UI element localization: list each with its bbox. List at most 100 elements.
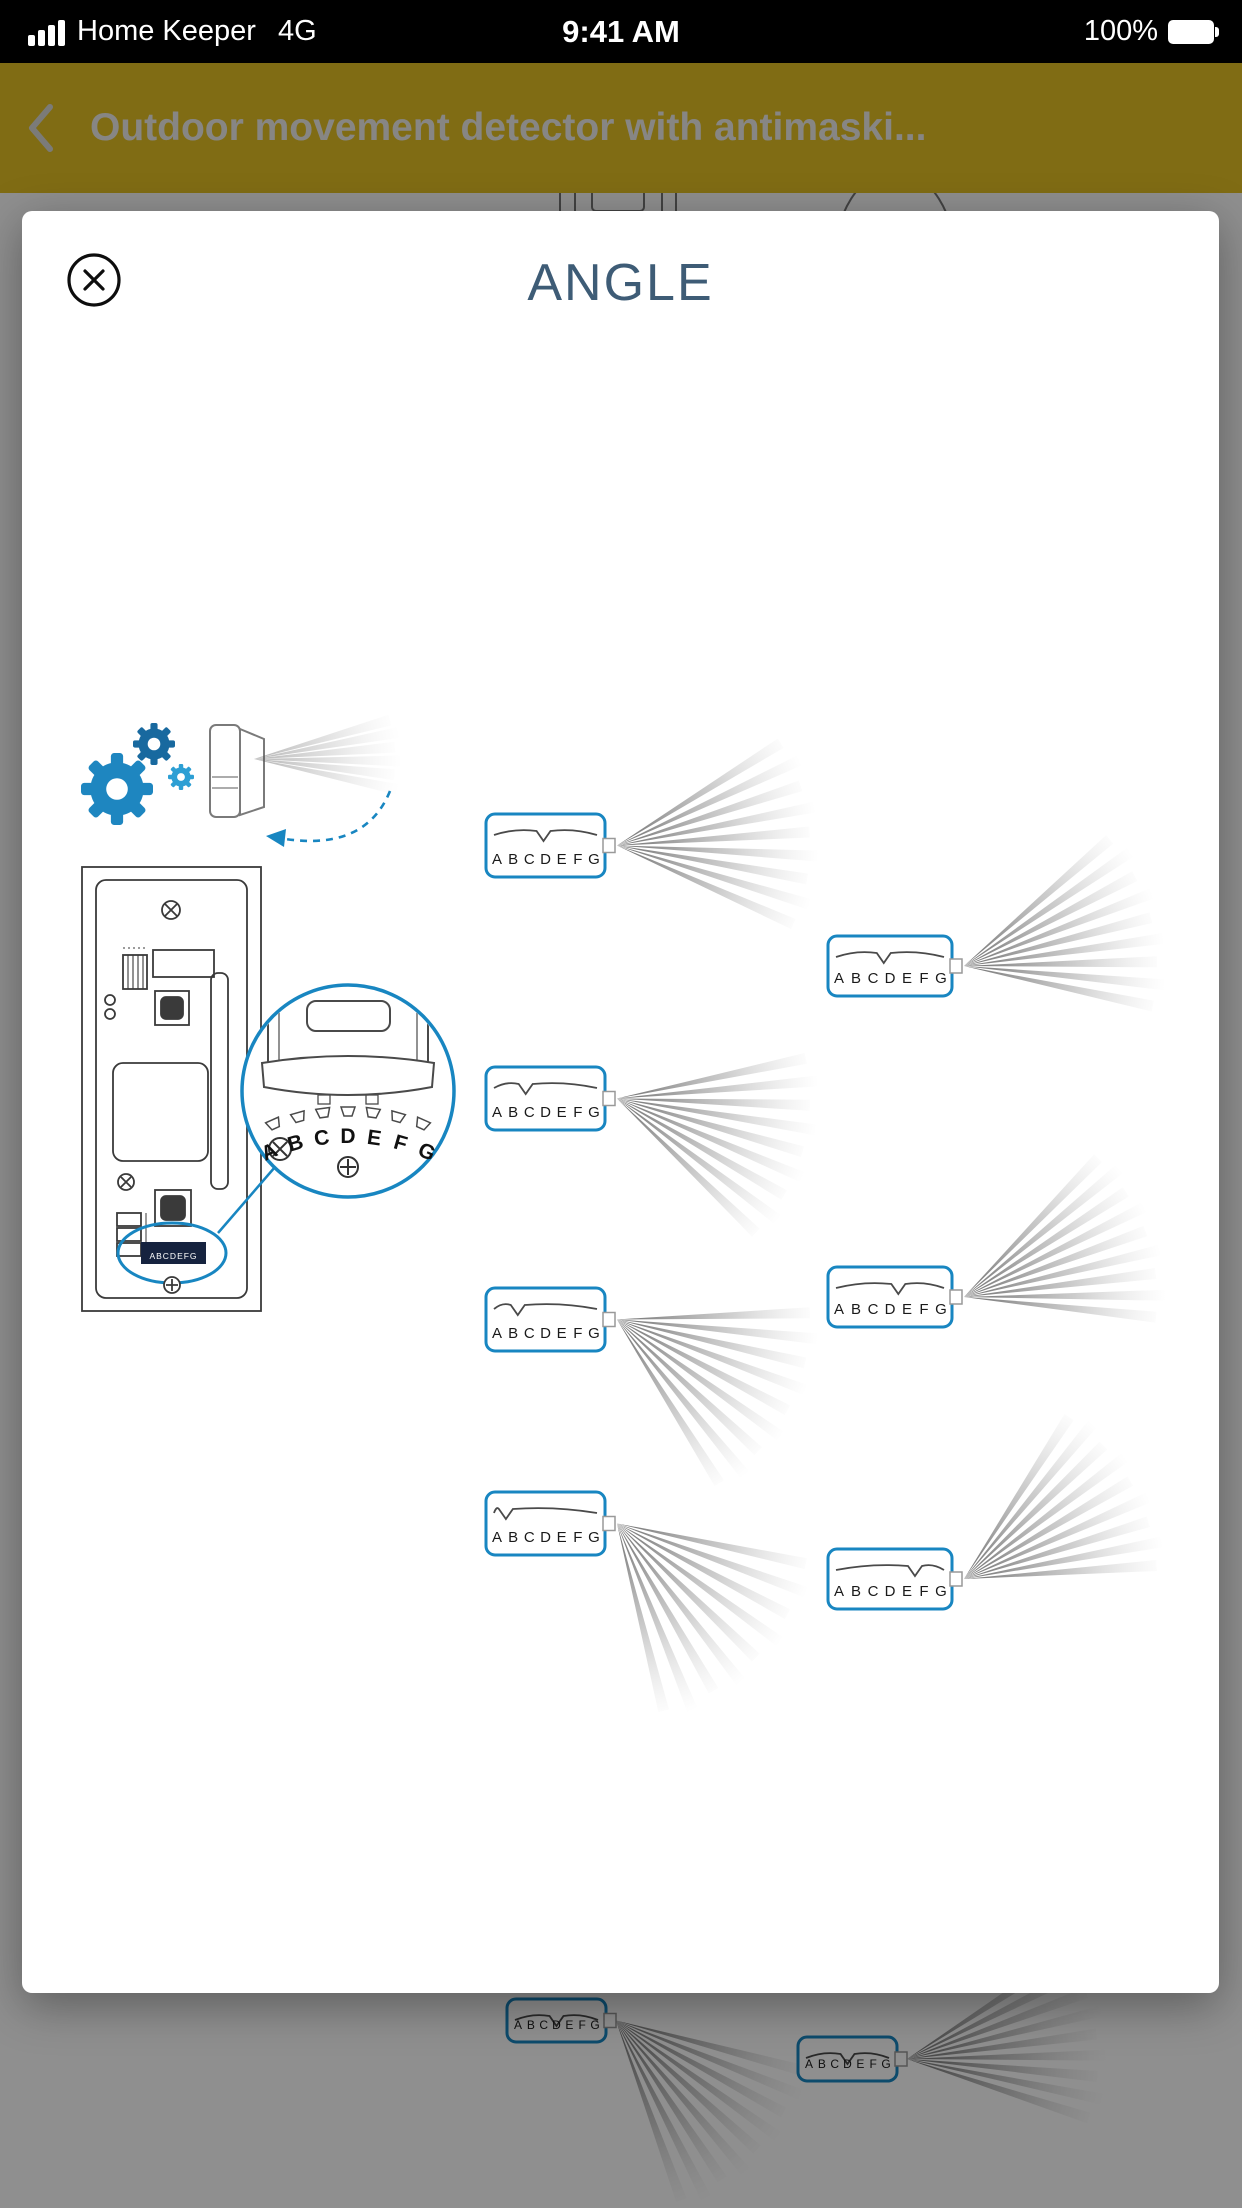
- dial-notch: [835, 1282, 945, 1296]
- svg-text:E: E: [902, 1583, 912, 1600]
- svg-text:F: F: [869, 2057, 876, 2071]
- dial-notch: [514, 2014, 599, 2028]
- svg-text:E: E: [902, 1301, 912, 1318]
- svg-text:B: B: [851, 970, 861, 987]
- svg-text:E: E: [557, 1104, 567, 1121]
- angle-modal: ANGLE: [22, 211, 1219, 1993]
- beam-fan: [617, 1053, 819, 1237]
- beam-fan: [616, 2020, 804, 2202]
- svg-text:D: D: [540, 1325, 551, 1342]
- svg-text:A: A: [834, 1583, 844, 1600]
- svg-text:D: D: [885, 970, 896, 987]
- svg-text:A: A: [492, 1529, 502, 1546]
- svg-text:B: B: [508, 1325, 518, 1342]
- svg-text:F: F: [573, 1529, 582, 1546]
- svg-text:F: F: [391, 1131, 410, 1157]
- svg-text:F: F: [919, 1301, 928, 1318]
- svg-text:F: F: [919, 970, 928, 987]
- svg-text:B: B: [508, 1529, 518, 1546]
- svg-text:E: E: [366, 1126, 383, 1151]
- svg-text:A: A: [492, 851, 502, 868]
- dial-notch: [493, 829, 598, 843]
- dial-notch: [805, 2052, 890, 2066]
- network-label: 4G: [277, 15, 317, 47]
- status-bar: Home Keeper 4G 9:41 AM 100%: [0, 0, 1242, 63]
- svg-text:D: D: [885, 1583, 896, 1600]
- beam-fan: [964, 835, 1166, 1012]
- beam-fan: [254, 714, 403, 796]
- svg-text:C: C: [524, 1529, 535, 1546]
- svg-text:G: G: [588, 1104, 600, 1121]
- svg-text:A: A: [805, 2057, 813, 2071]
- rotation-arrow: [266, 829, 286, 847]
- svg-text:D: D: [540, 1529, 551, 1546]
- chevron-left-icon: [29, 104, 53, 152]
- svg-text:C: C: [524, 851, 535, 868]
- angle-diagram: ABCDEFG ABCDEFGABCDEFGABCDEFGABCDEFGABCD…: [81, 714, 1167, 1713]
- svg-text:C: C: [868, 970, 879, 987]
- svg-text:A: A: [834, 1301, 844, 1318]
- svg-text:C: C: [868, 1583, 879, 1600]
- close-circle-icon: [67, 253, 121, 307]
- svg-text:B: B: [527, 2018, 535, 2032]
- gear-icon: [168, 764, 194, 790]
- screw-icon: [161, 900, 181, 920]
- close-button[interactable]: [65, 251, 123, 309]
- back-button[interactable]: [26, 93, 66, 163]
- svg-text:C: C: [830, 2057, 839, 2071]
- beam-fan: [617, 1523, 809, 1713]
- svg-text:G: G: [588, 851, 600, 868]
- screw-icon: [117, 1173, 135, 1191]
- svg-text:E: E: [557, 851, 567, 868]
- svg-text:A: A: [492, 1104, 502, 1121]
- svg-text:G: G: [588, 1529, 600, 1546]
- dial-bar-letters: ABCDEFG: [149, 1251, 197, 1261]
- gear-icon: [133, 723, 175, 765]
- svg-text:B: B: [508, 851, 518, 868]
- svg-text:E: E: [565, 2018, 573, 2032]
- dip-switch: [122, 954, 148, 990]
- battery-icon: [1168, 19, 1219, 44]
- rotation-arc: [273, 790, 392, 843]
- dial-notch: [835, 951, 945, 965]
- svg-text:B: B: [508, 1104, 518, 1121]
- svg-text:D: D: [843, 2057, 852, 2071]
- svg-text:D: D: [540, 1104, 551, 1121]
- zoom-link-line: [217, 1166, 276, 1234]
- svg-text:C: C: [868, 1301, 879, 1318]
- svg-text:F: F: [573, 851, 582, 868]
- carrier-label: Home Keeper: [77, 15, 256, 47]
- dial-notch: [493, 1507, 598, 1521]
- svg-text:A: A: [492, 1325, 502, 1342]
- svg-text:F: F: [919, 1583, 928, 1600]
- angle-dial-bar: [141, 1242, 206, 1264]
- svg-text:D: D: [340, 1125, 355, 1148]
- signal-bars-icon: [28, 18, 65, 46]
- beam-fan: [964, 1414, 1164, 1579]
- svg-text:G: G: [935, 1583, 947, 1600]
- dial-notch: [493, 1303, 598, 1317]
- detector-internal-diagram: [81, 866, 276, 1312]
- svg-text:A: A: [834, 970, 844, 987]
- pir-window: [112, 1062, 209, 1162]
- svg-text:D: D: [885, 1301, 896, 1318]
- svg-text:G: G: [590, 2018, 599, 2032]
- svg-text:B: B: [285, 1130, 306, 1156]
- svg-text:A: A: [514, 2018, 522, 2032]
- beam-fan: [617, 1307, 819, 1487]
- svg-text:C: C: [313, 1126, 331, 1151]
- gear-icon: [81, 753, 153, 825]
- battery-percent: 100%: [1083, 15, 1158, 47]
- svg-text:C: C: [539, 2018, 548, 2032]
- svg-text:G: G: [935, 1301, 947, 1318]
- settings-gears-icon: [81, 723, 194, 825]
